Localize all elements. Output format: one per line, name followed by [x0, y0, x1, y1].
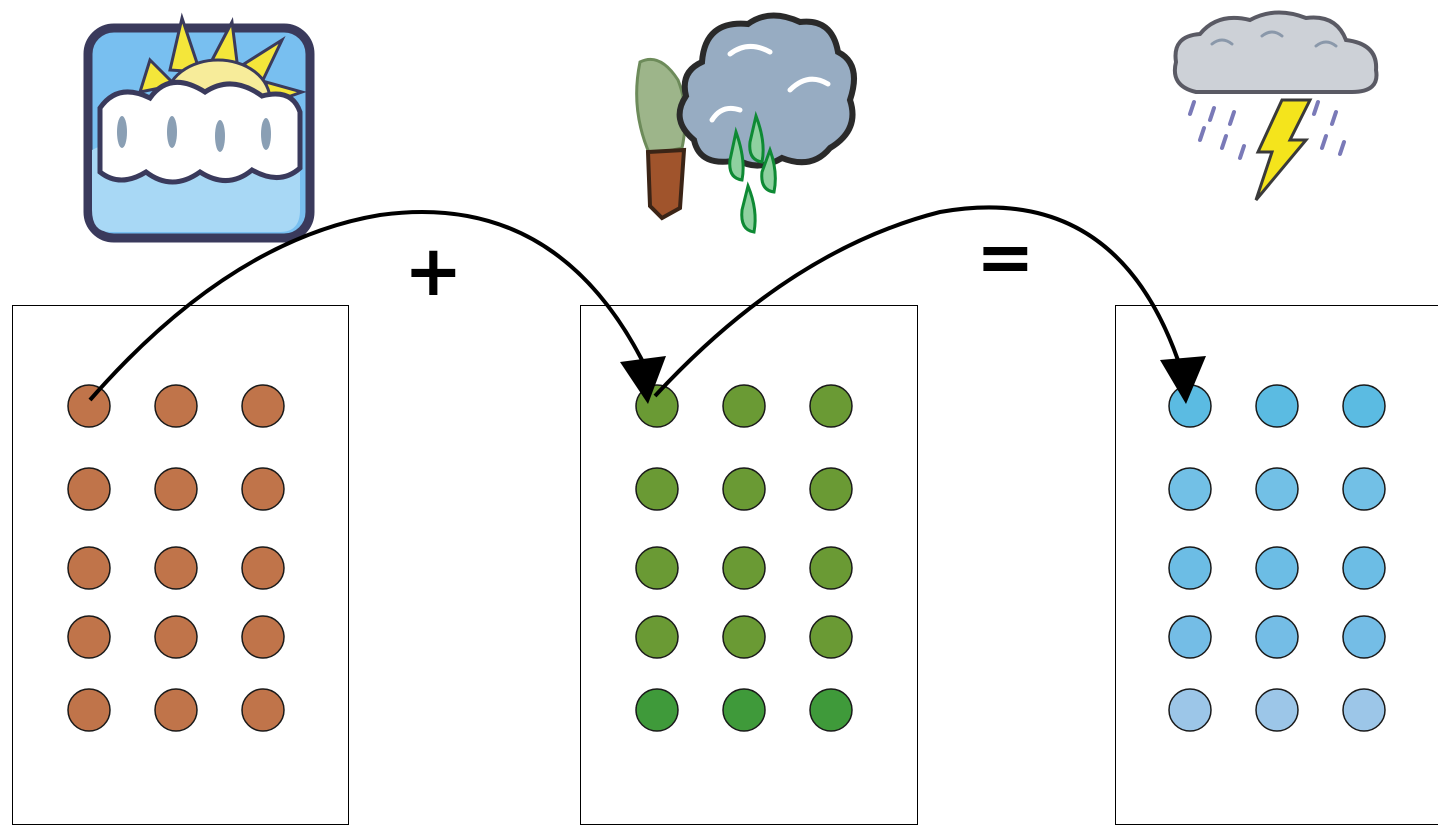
sun-and-clouds-icon: [83, 12, 315, 243]
arrowhead: [620, 356, 666, 404]
dot: [635, 546, 679, 590]
dot: [809, 615, 853, 659]
dot: [1342, 384, 1386, 428]
dot: [1342, 688, 1386, 732]
dot: [1255, 615, 1299, 659]
dot: [241, 546, 285, 590]
dot: [67, 546, 111, 590]
brown-dots: [67, 384, 285, 732]
dot: [241, 615, 285, 659]
dot: [154, 615, 198, 659]
dot: [1255, 384, 1299, 428]
dot: [635, 688, 679, 732]
dot: [1168, 467, 1212, 511]
dot: [1168, 546, 1212, 590]
dot: [154, 546, 198, 590]
dot: [67, 384, 111, 428]
dot: [1342, 546, 1386, 590]
equals-sign: =: [976, 216, 1035, 298]
dot: [1255, 467, 1299, 511]
arrowhead: [1160, 356, 1206, 404]
dot: [722, 546, 766, 590]
dot: [1255, 688, 1299, 732]
thunderstorm-icon: [1173, 10, 1379, 201]
dot: [67, 615, 111, 659]
dot: [154, 384, 198, 428]
dot: [722, 688, 766, 732]
dot: [809, 688, 853, 732]
dot: [1168, 615, 1212, 659]
dot: [722, 384, 766, 428]
arrow-green-to-blue: [653, 205, 1206, 404]
dot: [154, 467, 198, 511]
dot: [635, 615, 679, 659]
dot: [1168, 688, 1212, 732]
dot: [809, 384, 853, 428]
dot: [722, 467, 766, 511]
dot: [809, 467, 853, 511]
dot: [722, 615, 766, 659]
dot: [241, 467, 285, 511]
dot: [67, 467, 111, 511]
dot: [1255, 546, 1299, 590]
dot: [154, 688, 198, 732]
dot: [1342, 615, 1386, 659]
dot: [67, 688, 111, 732]
weather-sum-diagram: + =: [12, 10, 1438, 825]
arrows-layer: [88, 205, 1206, 404]
dot: [1342, 467, 1386, 511]
dot: [635, 467, 679, 511]
dot: [241, 384, 285, 428]
blue-dots: [1168, 384, 1386, 732]
arrow-brown-to-green: [88, 210, 666, 404]
plus-sign: +: [404, 230, 463, 312]
dot: [809, 546, 853, 590]
wind-rain-cloud-icon: [635, 12, 857, 234]
dots-layer: [67, 384, 1386, 732]
icons-layer: [83, 10, 1379, 243]
dot: [241, 688, 285, 732]
